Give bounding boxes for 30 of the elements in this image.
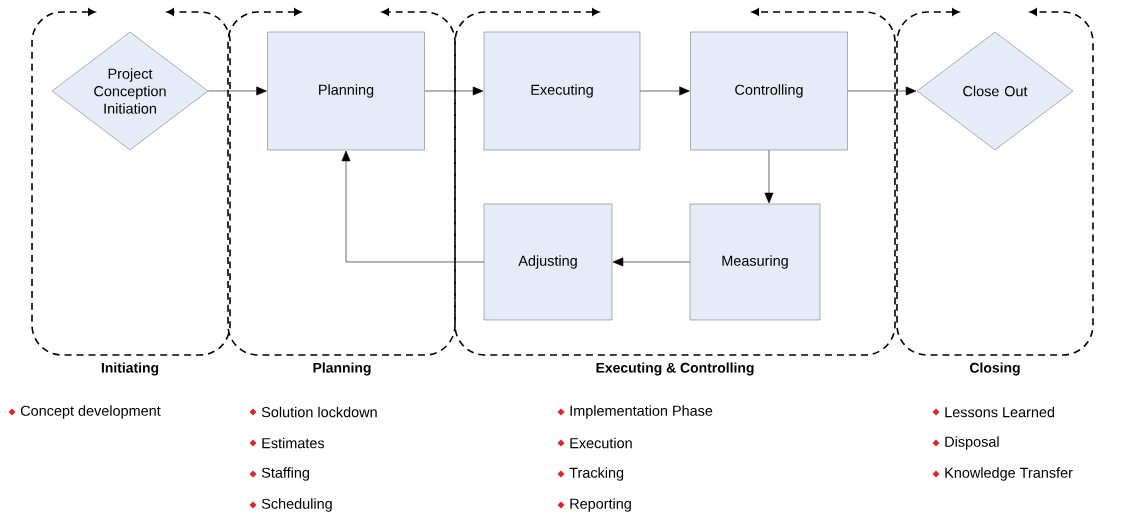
bullet-text: Estimates xyxy=(262,437,325,449)
arrow xyxy=(847,86,917,96)
process-box: Measuring xyxy=(689,203,821,321)
bullet-text: Scheduling xyxy=(261,498,332,512)
arrow xyxy=(341,150,485,263)
process-box: Executing xyxy=(483,31,641,151)
arrow xyxy=(424,86,484,96)
bullet-text: Execution xyxy=(570,437,632,449)
diamond-label: Close Out xyxy=(963,85,1028,97)
bullet-text: Solution lockdown xyxy=(261,406,377,418)
bullet-text: Implementation Phase xyxy=(570,405,713,419)
diamond-label: Project Conception Initiation xyxy=(94,68,166,114)
bullet-text: Knowledge Transfer xyxy=(945,467,1073,481)
phase-heading: Initiating xyxy=(101,362,159,376)
arrow xyxy=(207,86,267,96)
bullet-text: Lessons Learned xyxy=(945,406,1055,418)
bullet-text: Tracking xyxy=(569,467,624,481)
arrow xyxy=(764,149,774,204)
bullet-text: Disposal xyxy=(945,436,999,450)
bullet-text: Staffing xyxy=(261,467,309,481)
bullet-text: Concept development xyxy=(20,405,161,419)
phase-heading: Executing & Controlling xyxy=(596,362,754,376)
arrow xyxy=(639,86,690,96)
phase-heading: Closing xyxy=(970,362,1020,376)
arrow xyxy=(612,257,691,267)
phase-heading: Planning xyxy=(313,362,371,376)
process-box: Planning xyxy=(267,31,425,151)
process-box: Adjusting xyxy=(483,203,613,321)
process-box: Controlling xyxy=(690,31,848,151)
bullet-text: Reporting xyxy=(570,498,631,512)
